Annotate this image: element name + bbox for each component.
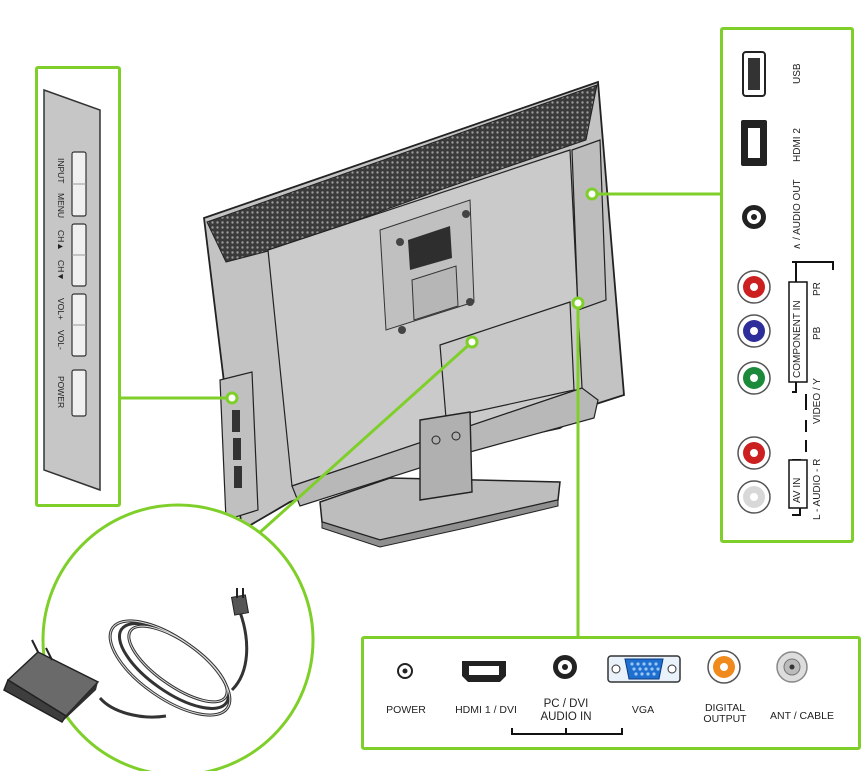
pr-label: PR bbox=[812, 282, 823, 296]
vol-up-button-label: VOL+ bbox=[56, 298, 66, 320]
side-port-icons bbox=[737, 51, 834, 516]
rca-jack-icon bbox=[737, 480, 771, 514]
hdmi-port-icon bbox=[462, 661, 506, 682]
hdmi-port-icon bbox=[741, 120, 767, 166]
vga-port-icon bbox=[607, 655, 681, 683]
component-in-label: COMPONENT IN bbox=[792, 300, 803, 378]
component-in-box bbox=[788, 281, 808, 383]
hdmi2-label: HDMI 2 bbox=[792, 128, 803, 162]
side-ports-callout bbox=[720, 27, 854, 543]
vga-label: VGA bbox=[631, 704, 655, 716]
pb-label: PB bbox=[812, 326, 823, 340]
menu-button-label: MENU bbox=[56, 193, 66, 219]
audio-out-jack-icon bbox=[742, 205, 766, 229]
coax-port-icon bbox=[776, 651, 808, 683]
digital-output-jack-icon bbox=[707, 650, 741, 684]
power-button-label: POWER bbox=[56, 376, 66, 409]
audio-out-label: ∧ / AUDIO OUT bbox=[792, 179, 803, 250]
hdmi1-label: HDMI 1 / DVI bbox=[455, 704, 517, 716]
input-button-label: INPUT bbox=[56, 158, 66, 184]
side-button-panel-art bbox=[43, 88, 101, 492]
av-in-label: AV IN bbox=[792, 477, 803, 503]
pc-dvi-label: PC / DVI bbox=[543, 698, 589, 710]
side-buttons-callout bbox=[35, 66, 121, 507]
power-adapter-icon bbox=[3, 639, 100, 723]
rca-jack-icon bbox=[737, 361, 771, 395]
vol-down-button-label: VOL- bbox=[56, 330, 66, 350]
video-y-label: VIDEO / Y bbox=[812, 378, 823, 424]
ant-cable-label: ANT / CABLE bbox=[770, 710, 834, 722]
ch-down-button-label: CH▼ bbox=[56, 260, 66, 281]
tv-stand-neck bbox=[419, 411, 473, 501]
audio-in-label: AUDIO IN bbox=[540, 711, 592, 723]
bottom-port-icons bbox=[397, 650, 808, 735]
bottom-ports-callout bbox=[361, 636, 861, 750]
audio-in-jack-icon bbox=[553, 655, 577, 679]
audio-lr-label: L - AUDIO - R bbox=[812, 458, 823, 520]
power-port-label: POWER bbox=[386, 704, 426, 716]
usb-port-icon bbox=[742, 51, 766, 97]
rca-jack-icon bbox=[737, 314, 771, 348]
digital-label: DIGITAL bbox=[704, 702, 746, 714]
ch-up-button-label: CH▲ bbox=[56, 230, 66, 251]
tv-rear-illustration bbox=[203, 80, 625, 548]
power-adapter-callout bbox=[3, 503, 315, 771]
rca-jack-icon bbox=[737, 270, 771, 304]
rca-jack-icon bbox=[737, 436, 771, 470]
av-in-box bbox=[788, 459, 808, 509]
usb-label: USB bbox=[792, 63, 803, 84]
power-jack-icon bbox=[397, 663, 413, 679]
output-label: OUTPUT bbox=[703, 713, 747, 725]
leader-lines bbox=[120, 187, 722, 638]
